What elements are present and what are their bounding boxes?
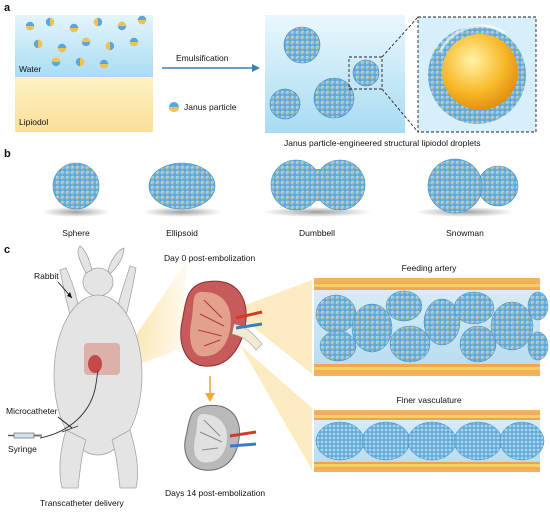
- finer-vasculature-droplets: [315, 421, 545, 461]
- feeding-artery-label: Feeding artery: [401, 263, 457, 273]
- transcatheter-delivery-label: Transcatheter delivery: [40, 498, 124, 508]
- syringe-label: Syringe: [8, 444, 37, 454]
- day0-label: Day 0 post-embolization: [164, 253, 256, 263]
- zoom-selection: [348, 56, 383, 90]
- droplet: [269, 88, 301, 120]
- syringe-icon: [8, 432, 42, 439]
- arrow-head: [252, 64, 260, 72]
- sphere-droplet: [52, 162, 100, 210]
- shape-label-sphere: Sphere: [62, 228, 90, 238]
- beam-feeding: [232, 280, 312, 374]
- lipiodol-label: Lipiodol: [19, 117, 49, 127]
- lipiodol-phase: [15, 77, 153, 132]
- panel-c-letter: c: [4, 244, 11, 256]
- droplet: [283, 26, 321, 64]
- droplet: [352, 59, 380, 87]
- microcatheter-label: Microcatheter: [6, 406, 58, 416]
- kidney-day0-illustration: [180, 280, 263, 367]
- day14-label: Days 14 post-embolization: [165, 488, 266, 498]
- panel-a-letter: a: [4, 2, 11, 14]
- droplet: [313, 77, 355, 119]
- shape-label-snowman: Snowman: [446, 228, 484, 238]
- janus-legend-icon: [169, 102, 179, 112]
- dumbbell-droplet: [270, 159, 366, 211]
- panel-c-graphics: [8, 245, 549, 489]
- janus-particle-label: Janus particle: [184, 102, 237, 112]
- zoom-droplet-core: [442, 34, 518, 110]
- janus-particles-in-water: [25, 15, 147, 69]
- kidney-day14-illustration: [184, 404, 257, 471]
- rabbit-label: Rabbit: [34, 271, 59, 281]
- feeding-artery-droplets: [315, 290, 549, 363]
- snowman-droplet: [427, 158, 519, 214]
- rabbit-kidney: [88, 355, 102, 373]
- emulsification-label: Emulsification: [176, 53, 229, 63]
- droplets-caption: Janus particle-engineered structural lip…: [284, 138, 481, 148]
- panel-a-graphics: [15, 15, 537, 133]
- beam-finer: [240, 345, 312, 470]
- finer-vasculature-label: Finer vasculature: [396, 395, 462, 405]
- panel-b-letter: b: [4, 148, 11, 160]
- shape-label-dumbbell: Dumbbell: [299, 228, 335, 238]
- microcatheter-line: [39, 369, 99, 439]
- ellipsoid-droplet: [148, 162, 216, 210]
- shape-label-ellipsoid: Ellipsoid: [166, 228, 198, 238]
- water-label: Water: [19, 64, 42, 74]
- panel-b-graphics: [42, 158, 519, 217]
